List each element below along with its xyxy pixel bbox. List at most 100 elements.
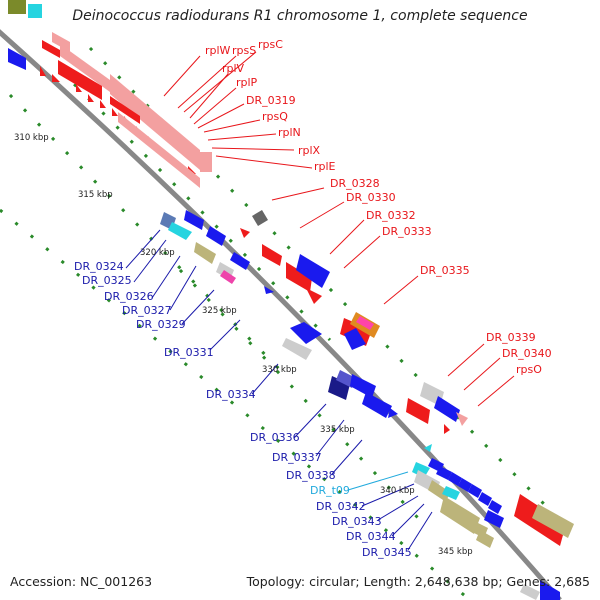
- kbp-label-0: 310 kbp: [14, 133, 49, 143]
- label-blue-5-leader: [209, 319, 241, 351]
- label-blue-6-leader: [251, 363, 279, 395]
- gene-feature-12: [88, 94, 94, 102]
- gene-feature-14: [112, 108, 118, 116]
- label-blue-3-leader: [169, 265, 197, 311]
- label-red-4: rplP: [236, 76, 258, 89]
- label-blue-12: DR_0343: [332, 515, 382, 528]
- label-red-5: DR_0319: [246, 94, 296, 107]
- label-red-1: rpsS: [232, 44, 256, 57]
- guide-inner-2: [0, 208, 471, 600]
- gene-feature-35: [434, 396, 460, 422]
- label-red-6: rpsQ: [262, 110, 288, 123]
- tick-marks: [0, 46, 562, 600]
- gene-feature-42: [168, 222, 192, 240]
- label-red-3: rplV: [222, 62, 245, 75]
- gene-feature-57: [388, 408, 398, 418]
- gene-feature-56: [362, 392, 392, 418]
- gene-feature-1: [28, 4, 42, 18]
- kbp-label-2: 320 kbp: [140, 248, 175, 258]
- gene-feature-26: [262, 244, 282, 266]
- label-blue-11-leader: [361, 483, 415, 507]
- label-blue-1-leader: [133, 239, 167, 283]
- kbp-label-6: 340 kbp: [380, 486, 415, 496]
- label-red-15-leader: [447, 343, 485, 377]
- label-blue-7-leader: [293, 403, 327, 439]
- gene-feature-4: [42, 40, 60, 58]
- label-blue-10-leader: [347, 471, 409, 491]
- label-blue-12-leader: [377, 495, 419, 521]
- gene-feature-47: [220, 270, 236, 284]
- gene-feature-70: [440, 496, 480, 534]
- gene-feature-64: [468, 484, 482, 498]
- label-red-2: rpsC: [258, 38, 283, 51]
- gene-feature-22: [200, 152, 212, 172]
- gene-feature-74: [520, 584, 540, 600]
- kbp-label-1: 315 kbp: [78, 190, 113, 200]
- label-red-5-leader: [197, 103, 245, 129]
- gene-feature-52: [344, 328, 366, 350]
- label-red-11: DR_0330: [346, 191, 396, 204]
- gene-feature-0: [8, 0, 26, 14]
- label-blue-10: DR_t09: [310, 484, 350, 497]
- accession-text: Accession: NC_001263: [10, 574, 153, 589]
- label-blue-2-leader: [151, 255, 181, 299]
- label-blue-14-leader: [407, 511, 433, 551]
- kbp-label-3: 325 kbp: [202, 306, 237, 316]
- guide-inner-1: [8, 93, 292, 382]
- gene-feature-8: [110, 96, 140, 124]
- label-red-4-leader: [193, 87, 237, 125]
- gene-feature-66: [488, 500, 502, 514]
- label-blue-3: DR_0327: [122, 304, 172, 317]
- label-red-8: rplX: [298, 144, 321, 157]
- gene-feature-58: [412, 462, 430, 478]
- gene-feature-6: [58, 60, 102, 100]
- label-blue-14: DR_0345: [362, 546, 412, 559]
- gene-feature-62: [448, 472, 462, 486]
- gene-feature-29: [306, 288, 322, 304]
- gene-feature-11: [76, 84, 82, 92]
- label-blue-0: DR_0324: [74, 260, 124, 273]
- backbone-line: [0, 29, 562, 600]
- label-blue-0-leader: [125, 229, 161, 269]
- label-red-14: DR_0335: [420, 264, 470, 277]
- gene-feature-10: [52, 74, 60, 82]
- gene-feature-65: [478, 492, 492, 506]
- label-red-10: DR_0328: [330, 177, 380, 190]
- label-red-6-leader: [203, 119, 261, 133]
- label-red-10-leader: [271, 187, 325, 201]
- gene-feature-55: [350, 374, 376, 398]
- gene-feature-43: [184, 210, 204, 230]
- gene-feature-72: [476, 530, 494, 548]
- gene-feature-61: [436, 466, 452, 480]
- gene-feature-13: [100, 100, 106, 108]
- label-red-0: rplW: [205, 44, 231, 57]
- label-blue-8: DR_0337: [272, 451, 322, 464]
- gene-feature-51: [282, 338, 312, 360]
- gene-feature-7: [110, 74, 200, 170]
- label-red-17-leader: [477, 375, 515, 407]
- label-red-0-leader: [163, 55, 201, 97]
- label-red-15: DR_0339: [486, 331, 536, 344]
- label-red-13: DR_0333: [382, 225, 432, 238]
- gene-feature-44: [206, 226, 226, 246]
- chromosome-backbone: [0, 29, 562, 600]
- label-red-7: rplN: [278, 126, 301, 139]
- label-blue-5: DR_0331: [164, 346, 214, 359]
- label-blue-13: DR_0344: [346, 530, 396, 543]
- label-blue-8-leader: [315, 419, 345, 457]
- label-red-11-leader: [299, 201, 345, 229]
- topology-text: Topology: circular; Length: 2,648,638 bp…: [246, 574, 590, 589]
- label-red-12-leader: [329, 219, 365, 255]
- label-red-16-leader: [463, 357, 501, 391]
- gene-feature-27: [286, 262, 312, 292]
- label-blue-11: DR_0342: [316, 500, 366, 513]
- label-red-1-leader: [177, 55, 237, 109]
- kbp-label-7: 345 kbp: [438, 547, 473, 557]
- label-leaders: [125, 51, 515, 551]
- gene-feature-2: [8, 48, 26, 70]
- gene-feature-50: [290, 322, 322, 344]
- gene-feature-73: [484, 510, 504, 528]
- gene-feature-45: [194, 242, 216, 264]
